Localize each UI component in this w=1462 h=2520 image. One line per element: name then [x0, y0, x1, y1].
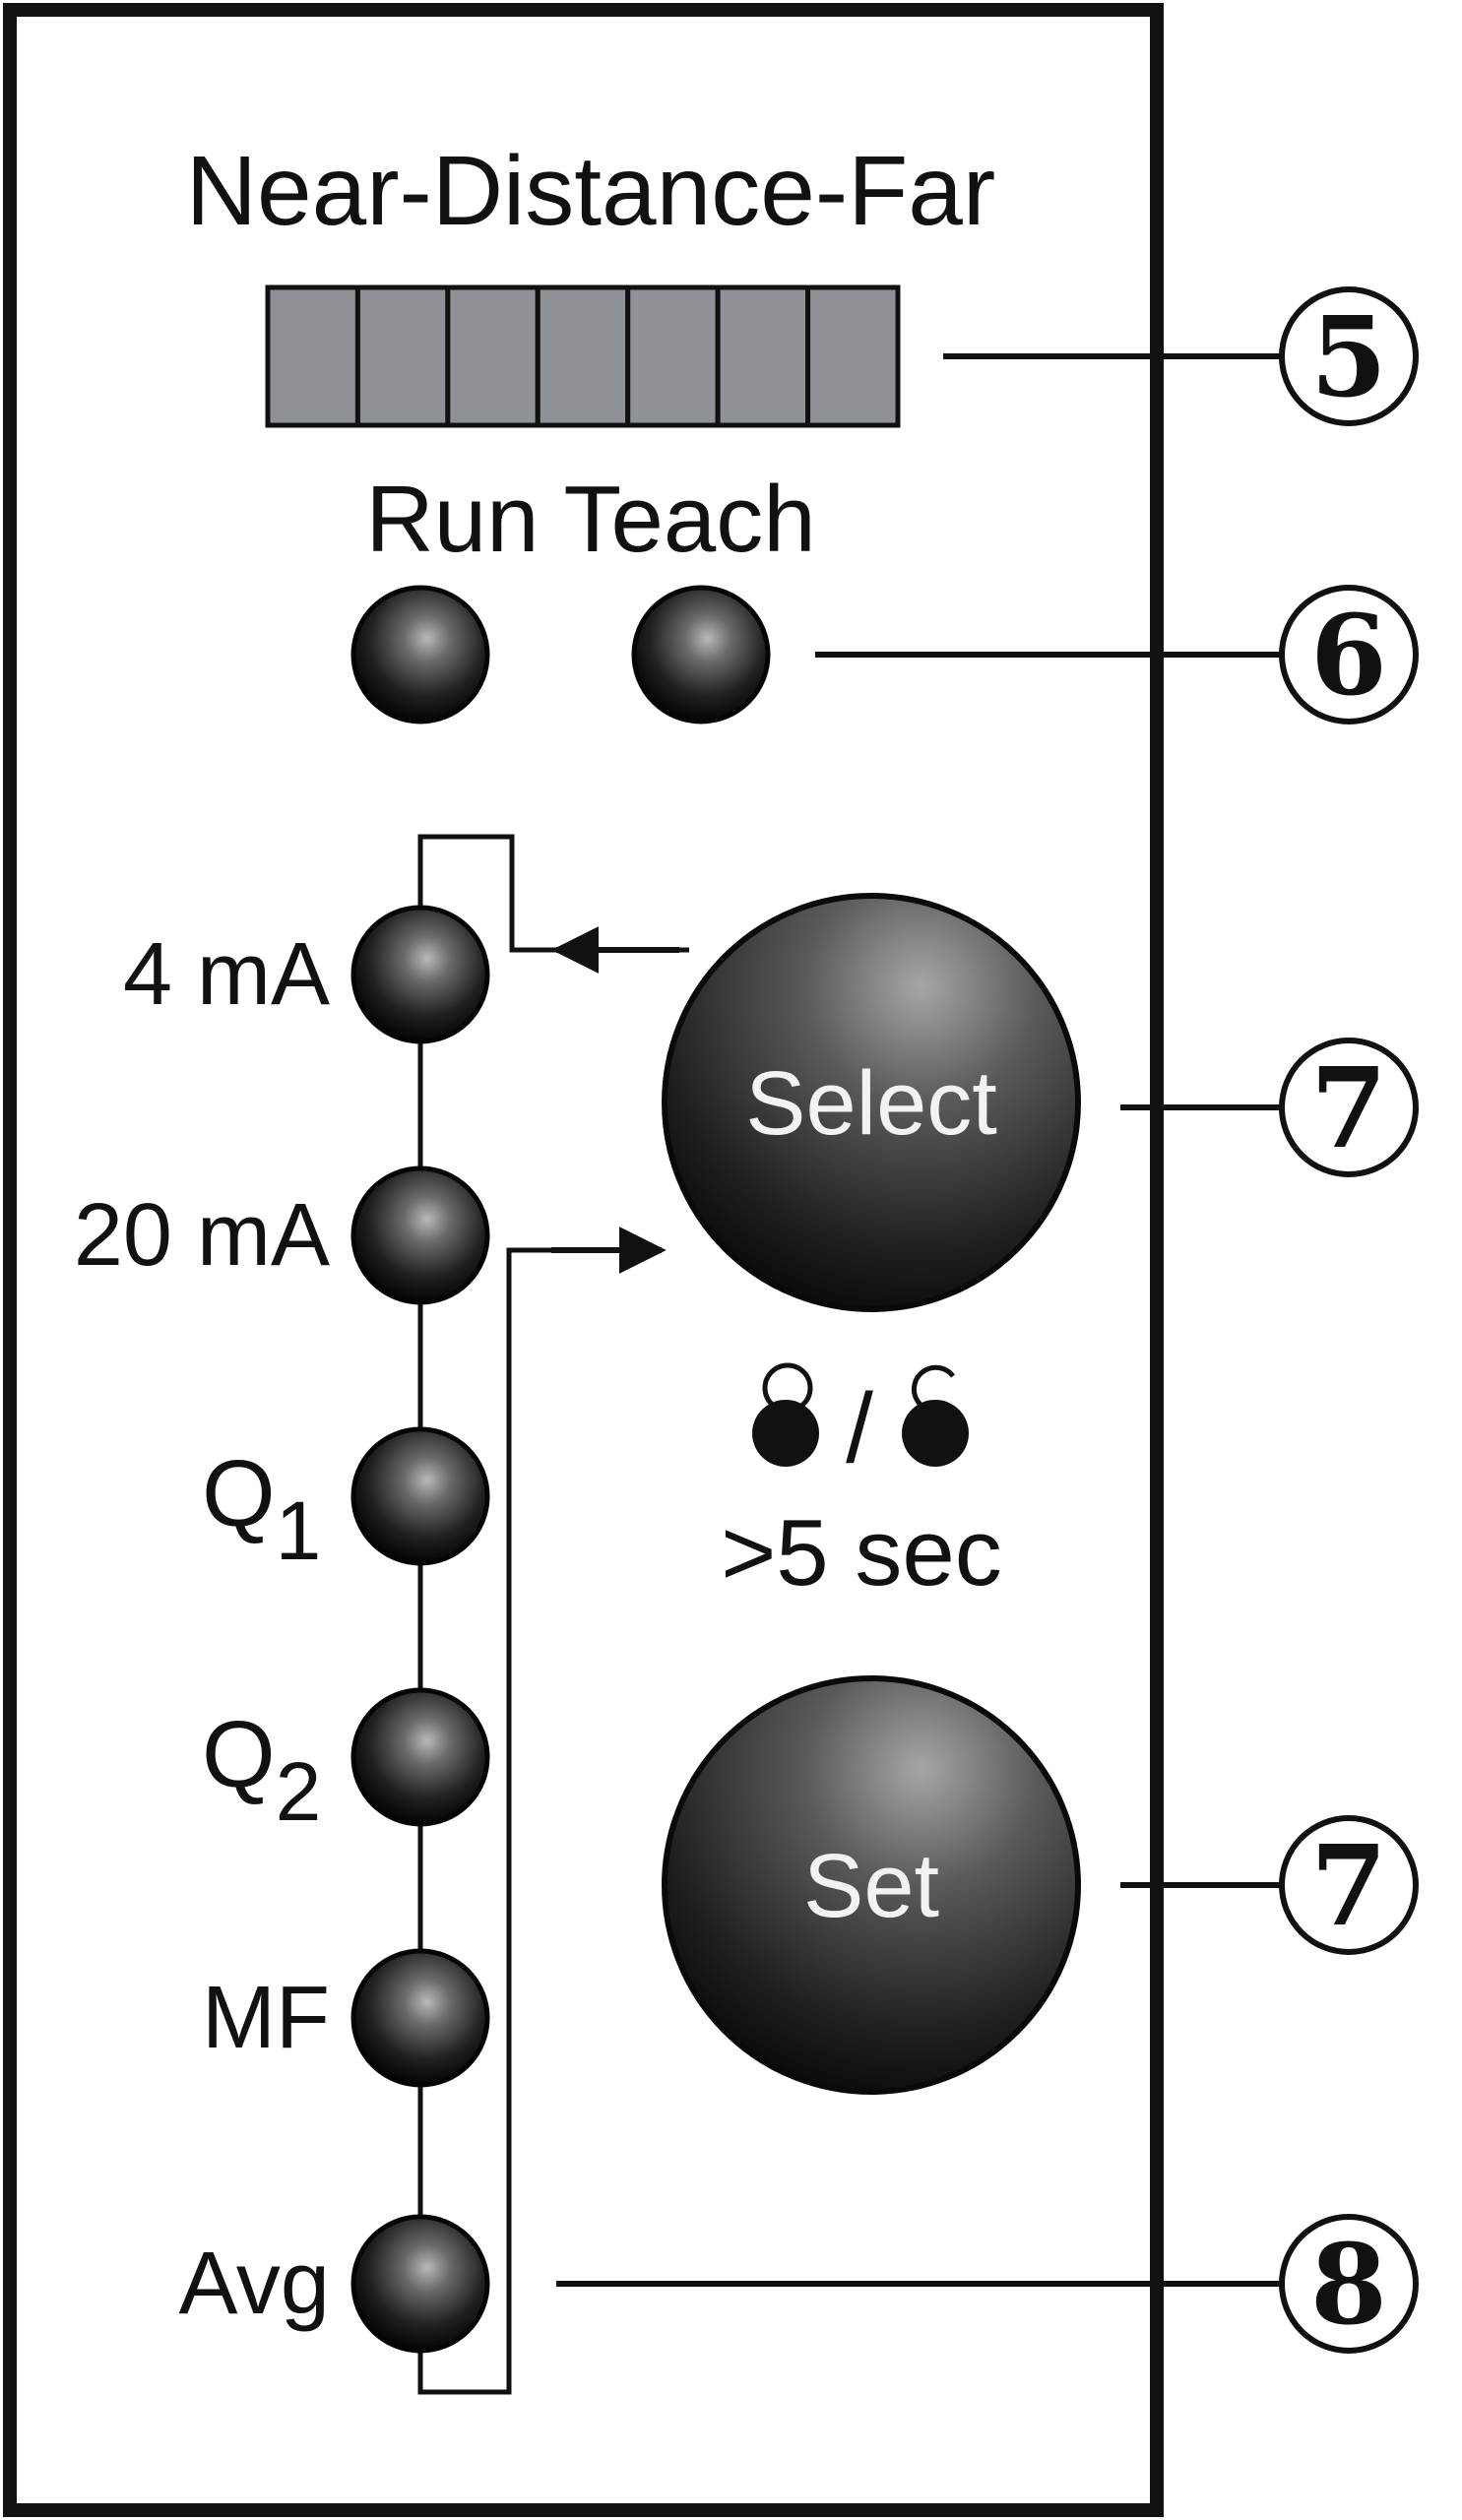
label-q1-main: Q [202, 1441, 276, 1546]
hold-hint-led-filled-left [752, 1400, 819, 1467]
select-button-label: Select [745, 1053, 997, 1154]
distance-bar-segment [445, 284, 540, 428]
led-20ma [350, 1166, 490, 1305]
distance-bar-segment [715, 284, 811, 428]
callout-8-number: 8 [1310, 2221, 1387, 2350]
led-avg [350, 2214, 490, 2354]
callout-8-circle [1279, 2214, 1419, 2354]
led-q2 [350, 1687, 490, 1827]
hold-hint-icon [752, 1362, 969, 1467]
set-button[interactable]: Set [662, 1675, 1081, 2095]
led-q1 [350, 1426, 490, 1566]
bar-title: Near-Distance-Far [186, 136, 995, 246]
callout-7-set: 7 [1279, 1815, 1419, 1955]
callout-7-select-number: 7 [1310, 1044, 1387, 1173]
run-led [350, 585, 490, 724]
label-q2: Q2 [202, 1702, 321, 1838]
callout-6-number: 6 [1310, 592, 1387, 721]
label-4ma: 4 mA [123, 925, 330, 1024]
label-q2-sub: 2 [276, 1745, 322, 1838]
status-label: Run Teach [365, 467, 815, 572]
hold-hint-slash: / [846, 1373, 873, 1483]
distance-bar-segment [354, 284, 451, 428]
label-q1-sub: 1 [276, 1484, 322, 1577]
callout-5-circle [1279, 286, 1419, 426]
led-mf [350, 1948, 490, 2088]
distance-bar-segment [265, 284, 360, 428]
label-20ma: 20 mA [74, 1186, 330, 1285]
label-q2-main: Q [202, 1702, 276, 1807]
callout-5: 5 [1279, 286, 1419, 426]
select-button[interactable]: Select [662, 893, 1081, 1312]
distance-bar-segment [535, 284, 631, 428]
callout-8: 8 [1279, 2214, 1419, 2354]
led-4ma [350, 905, 490, 1044]
callout-6: 6 [1279, 585, 1419, 724]
set-button-face[interactable] [662, 1675, 1081, 2095]
callout-7-set-circle [1279, 1815, 1419, 1955]
callout-7-select: 7 [1279, 1038, 1419, 1177]
distance-bar-segment [625, 284, 721, 428]
hold-hint-led-filled-right [902, 1400, 969, 1467]
callout-6-circle [1279, 585, 1419, 724]
distance-bar [265, 284, 901, 428]
label-avg: Avg [179, 2235, 330, 2333]
select-button-face[interactable] [662, 893, 1081, 1312]
distance-bar-segment [805, 284, 901, 428]
callout-5-number: 5 [1310, 293, 1387, 422]
callout-7-select-circle [1279, 1038, 1419, 1177]
label-q1: Q1 [202, 1441, 321, 1577]
hold-hint-text: >5 sec [721, 1500, 1002, 1606]
set-button-label: Set [803, 1836, 939, 1936]
label-mf: MF [202, 1969, 330, 2067]
callout-7-set-number: 7 [1310, 1822, 1387, 1951]
teach-led [631, 585, 771, 724]
